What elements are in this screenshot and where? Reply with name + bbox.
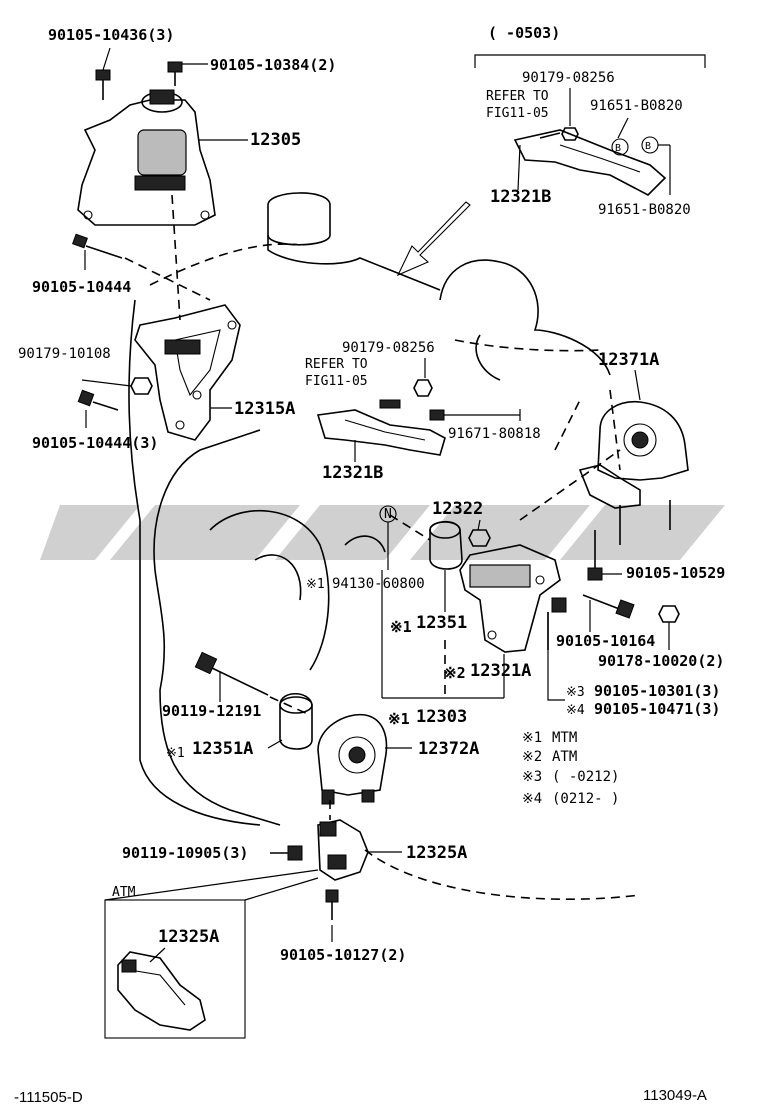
period-header: ( -0503) [488, 24, 560, 42]
label-90105-10529: 90105-10529 [626, 564, 725, 582]
label-mid-refer-to: REFER TO [305, 357, 368, 372]
inset-b-markers: B B [615, 141, 651, 154]
label-12322: 12322 [432, 499, 483, 519]
legend-text-1: MTM [552, 730, 577, 746]
label-inset-90179-08256: 90179-08256 [522, 70, 615, 86]
label-mid-90179-08256: 90179-08256 [342, 340, 435, 356]
label-94130-60800: 94130-60800 [332, 576, 425, 592]
footer-right-code: 113049-A [643, 1087, 707, 1104]
label-90105-10164: 90105-10164 [556, 632, 655, 650]
bracket-12321b [316, 358, 521, 462]
label-12351: 12351 [416, 613, 467, 633]
front-direction-arrow-icon [396, 201, 471, 277]
footer-left-code: -111505-D [14, 1089, 83, 1106]
mark-1-c: ※1 [388, 710, 410, 728]
mark-n: N [384, 507, 392, 522]
bolt-90105-10529 [587, 530, 622, 581]
bolt-90105-10444-upper [72, 233, 211, 301]
legend-mark-4: ※4 [522, 791, 542, 807]
label-inset-fig: FIG11-05 [486, 106, 549, 121]
engine-mount-bracket-12315a [134, 194, 241, 441]
bolt-90105-10444-lower [77, 389, 119, 428]
legend: ※1 MTM ※2 ATM ※3 ( -0212) ※4 (0212- ) [522, 730, 619, 807]
label-12303: 12303 [416, 707, 467, 727]
label-12305: 12305 [250, 130, 301, 150]
label-90105-10436: 90105-10436(3) [48, 26, 174, 44]
label-90105-10301: 90105-10301(3) [594, 682, 720, 700]
nut-90178-10020 [658, 500, 680, 650]
legend-mark-1: ※1 [522, 730, 542, 746]
bracket-12325a [317, 800, 402, 881]
nut-94130-60800 [379, 505, 397, 570]
label-90105-10471: 90105-10471(3) [594, 700, 720, 718]
mark-b-2: B [645, 141, 651, 152]
label-90105-10384: 90105-10384(2) [210, 56, 336, 74]
label-12371a: 12371A [598, 350, 659, 370]
inset-bracket-box [474, 54, 706, 196]
legend-mark-2: ※2 [522, 749, 542, 765]
engine-mount-12371a [578, 369, 689, 545]
legend-text-3: ( -0212) [552, 769, 619, 785]
bolt-90105-10164 [582, 594, 635, 632]
bolt-90119-10905 [270, 845, 303, 861]
bolt-90105-10301 [547, 597, 567, 701]
label-mid-fig: FIG11-05 [305, 374, 368, 389]
label-90105-10444-a: 90105-10444 [32, 278, 131, 296]
label-90105-10127: 90105-10127(2) [280, 946, 406, 964]
mark-3-a: ※3 [566, 685, 585, 700]
label-12325a: 12325A [406, 843, 467, 863]
label-inset-91651-b: 91651-B0820 [598, 202, 691, 218]
label-12315a: 12315A [234, 399, 295, 419]
mark-b-1: B [615, 143, 621, 154]
label-90119-12191: 90119-12191 [162, 702, 261, 720]
label-90105-10444-b: 90105-10444(3) [32, 434, 158, 452]
insulator-12351a [267, 692, 313, 750]
label-mid-91671-80818: 91671-80818 [448, 426, 541, 442]
bolt-90105-10436 [95, 47, 111, 100]
engine-mount-12372a [317, 713, 412, 805]
label-12372a: 12372A [418, 739, 479, 759]
mark-1-a: ※1 [306, 577, 325, 592]
mark-1-d: ※1 [166, 746, 185, 761]
label-inset-refer-to: REFER TO [486, 89, 549, 104]
label-90119-10905: 90119-10905(3) [122, 844, 248, 862]
label-90179-10108: 90179-10108 [18, 346, 111, 362]
mark-2-a: ※2 [444, 664, 466, 682]
legend-text-4: (0212- ) [552, 791, 619, 807]
bolt-90105-10127 [325, 889, 339, 942]
atm-inset-box [104, 869, 319, 1039]
label-atm-box: ATM [112, 885, 136, 900]
label-mid-12321b: 12321B [322, 463, 383, 483]
engine-outline [128, 192, 641, 901]
label-inset-91651-a: 91651-B0820 [590, 98, 683, 114]
label-12351a: 12351A [192, 739, 253, 759]
legend-text-2: ATM [552, 749, 577, 765]
watermark-logo [40, 505, 725, 560]
bolt-90105-10384 [167, 61, 208, 86]
mark-1-b: ※1 [390, 618, 412, 636]
legend-mark-3: ※3 [522, 769, 542, 785]
label-12321a: 12321A [470, 661, 531, 681]
part-labels: 90105-10436(3) 90105-10384(2) 12305 9010… [18, 24, 725, 964]
label-90178-10020: 90178-10020(2) [598, 652, 724, 670]
label-atm-12325a: 12325A [158, 927, 219, 947]
mark-4-a: ※4 [566, 703, 585, 718]
mount-assembly-12303 [381, 399, 621, 699]
engine-mount-12305 [77, 89, 248, 226]
label-inset-12321b: 12321B [490, 187, 551, 207]
nut-90179-10108 [81, 377, 153, 395]
